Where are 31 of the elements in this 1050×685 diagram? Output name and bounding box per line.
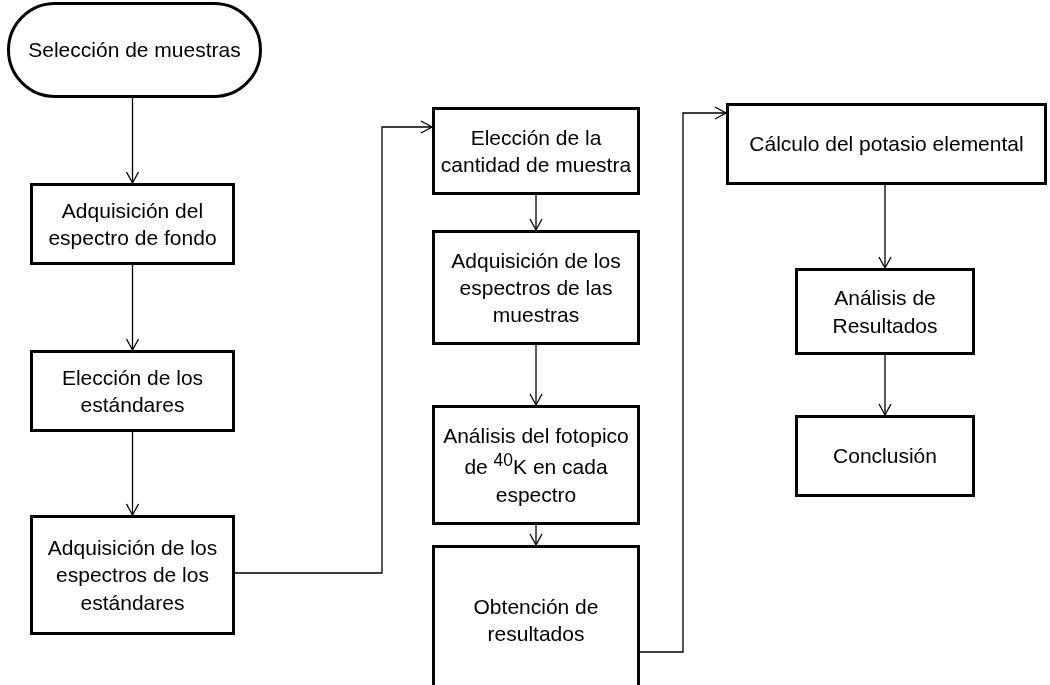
process-box	[30, 183, 235, 265]
process-box	[432, 545, 640, 685]
process-box	[30, 350, 235, 432]
arrow	[878, 184, 892, 269]
step-label: Adquisición de los espectros de las muestras	[450, 247, 622, 329]
arrow	[529, 524, 543, 546]
step-label: Adquisición de los espectros de los estándares	[46, 535, 219, 616]
process-box	[432, 107, 640, 195]
arrow	[125, 97, 140, 184]
arrow	[529, 344, 543, 406]
step-label: Análisis de Resultados	[831, 285, 939, 339]
arrow	[529, 194, 543, 231]
step-label: Análisis del fotopico de $^{40}$K en cada espectro	[442, 423, 630, 508]
arrow	[878, 354, 892, 416]
process-box	[726, 103, 1047, 185]
process-box	[795, 415, 975, 497]
step-label: Conclusión	[833, 443, 937, 470]
arrow	[125, 431, 140, 516]
step-label: Adquisición del espectro de fondo	[47, 197, 218, 251]
step-label: Selección de muestras	[28, 37, 241, 64]
step-label: Obtención de resultados	[472, 593, 600, 647]
step-label: Cálculo del potasio elemental	[749, 131, 1024, 158]
step-label: Elección de los estándares	[60, 364, 205, 418]
step-label: Elección de la cantidad de muestra	[439, 124, 633, 178]
process-box	[30, 515, 235, 635]
arrow	[125, 264, 140, 351]
arrow	[234, 120, 433, 574]
process-box	[432, 405, 640, 525]
process-box	[432, 230, 640, 345]
arrow	[639, 106, 727, 653]
process-box	[795, 268, 975, 355]
